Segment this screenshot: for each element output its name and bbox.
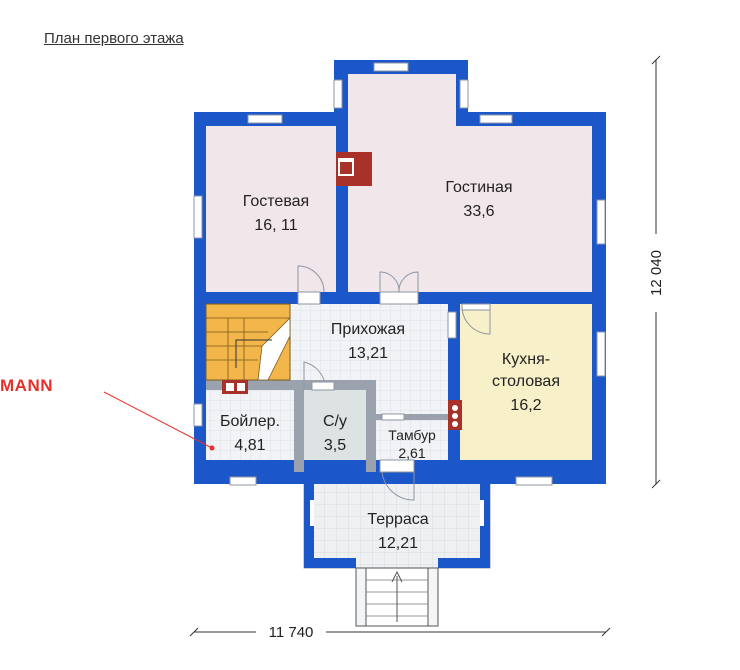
interior-staircase	[205, 303, 291, 381]
room-name: Гостиная	[445, 179, 512, 196]
hall-corridor	[374, 380, 448, 414]
doors	[297, 265, 491, 501]
room-living	[348, 126, 592, 292]
brand-leader-line	[103, 391, 213, 449]
room-area: 4,81	[234, 437, 265, 454]
room-area: 33,6	[463, 203, 494, 220]
width-dimension	[189, 627, 611, 637]
fireplace-icon	[336, 152, 372, 186]
brand-logo: MANN	[0, 376, 53, 395]
width-dimension-label: 11 740	[269, 624, 314, 641]
height-dimension-label: 12 040	[648, 250, 665, 296]
room-area: 3,5	[324, 437, 346, 454]
stove-icon	[448, 400, 462, 430]
room-name: С/у	[323, 413, 347, 430]
room-name: Терраса	[367, 511, 428, 528]
room-area: 16,2	[510, 397, 541, 414]
room-living-bay	[348, 74, 456, 134]
room-name: Кухня-	[502, 351, 550, 368]
entrance-stairs	[355, 567, 439, 627]
room-name: Гостевая	[243, 193, 309, 210]
room-area: 12,21	[378, 535, 418, 552]
boiler-icon	[222, 380, 248, 394]
room-kitchen	[460, 304, 592, 460]
terrace	[303, 477, 491, 569]
room-area: 16, 11	[254, 217, 297, 234]
page-title: План первого этажа	[44, 30, 184, 47]
room-wc	[304, 390, 366, 460]
partitions	[206, 380, 448, 472]
room-name: Тамбур	[388, 427, 436, 443]
room-boiler	[206, 390, 294, 460]
room-name: Бойлер.	[220, 413, 280, 430]
room-name: Прихожая	[331, 321, 405, 338]
windows	[193, 62, 606, 486]
room-name-line2: столовая	[492, 373, 560, 390]
room-area: 2,61	[398, 445, 425, 461]
room-guest	[206, 126, 336, 292]
room-vestibule	[376, 420, 448, 460]
height-dimension	[651, 55, 661, 489]
room-area: 13,21	[348, 345, 388, 362]
brand-leader-dot	[209, 445, 215, 451]
